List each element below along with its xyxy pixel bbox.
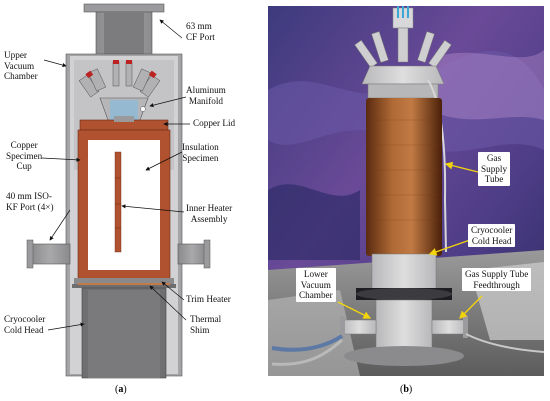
insulation-specimen: [88, 140, 160, 270]
panel-a-drawing: [26, 3, 211, 379]
caption-panel-a: (a): [115, 384, 127, 395]
iso-kf-port-left: [29, 243, 71, 265]
label-iso-kf-port: 40 mm ISO-KF Port (4×): [6, 191, 54, 212]
label-trim-heater: Trim Heater: [186, 294, 231, 304]
caption-panel-b: (b): [400, 384, 413, 395]
panel-b-leaders: [337, 161, 483, 319]
label-copper-lid: Copper Lid: [193, 118, 236, 128]
cf-flange: [83, 3, 165, 13]
panel-b-photo: [268, 6, 545, 376]
iso-kf-port-right: [177, 243, 207, 265]
inner-heater-rod: [114, 151, 122, 253]
copper-wrapped-chamber: [366, 98, 442, 256]
panel-a-leaders: [41, 19, 190, 331]
